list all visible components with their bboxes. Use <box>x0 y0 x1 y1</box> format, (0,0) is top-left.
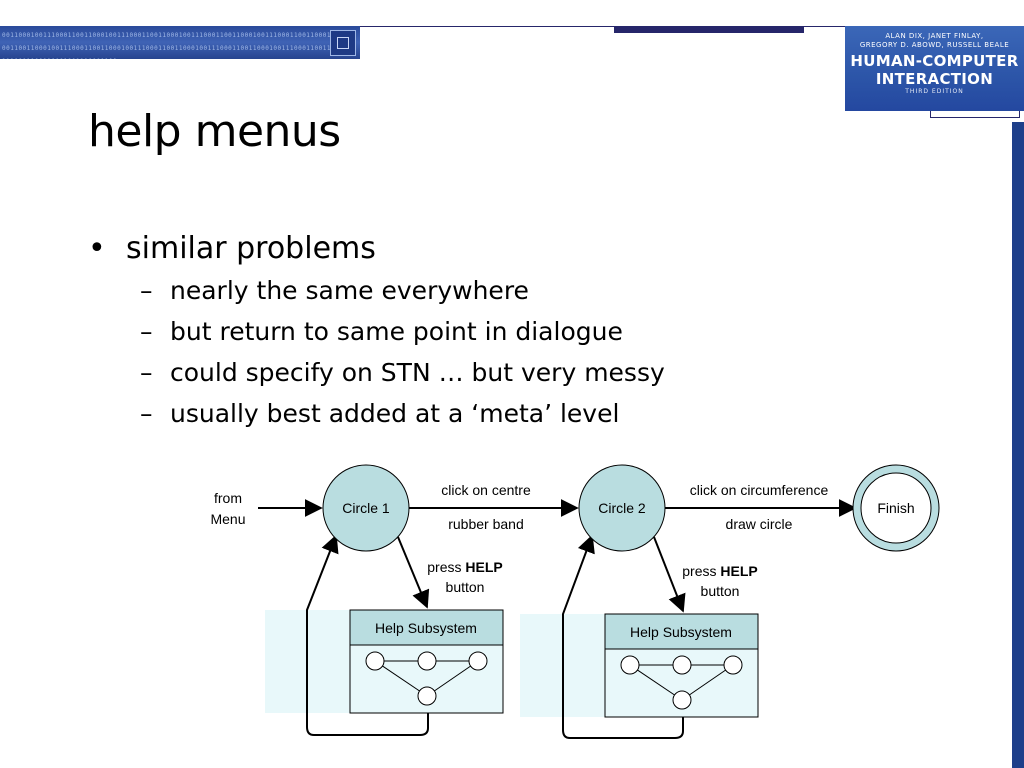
transition-2-event: click on circumference <box>690 482 829 498</box>
bullet-list: •similar problems –nearly the same every… <box>88 228 665 434</box>
book-title-line-1: HUMAN-COMPUTER <box>850 52 1019 70</box>
state-label: Circle 2 <box>598 500 646 516</box>
help-subsystem-box-2: Help Subsystem <box>604 613 759 718</box>
binary-header-strip: 0011000100111000110011000100111000110011… <box>0 26 360 59</box>
help-press-label-2: press HELP <box>682 563 757 579</box>
sub-item: –nearly the same everywhere <box>140 270 665 311</box>
sub-marker: – <box>140 317 153 346</box>
help-arrow-2 <box>653 536 686 613</box>
help-box-header <box>349 609 504 646</box>
entry-label-line-1: from <box>214 490 242 506</box>
help-box-label: Help Subsystem <box>375 620 477 636</box>
mini-network-icon <box>620 655 743 710</box>
mini-network-icon <box>365 651 488 706</box>
help-press-text: press <box>427 559 465 575</box>
return-loop-2 <box>562 534 684 739</box>
state-circle-2: Circle 2 <box>578 464 666 552</box>
sub-marker: – <box>140 399 153 428</box>
sub-item-text: usually best added at a ‘meta’ level <box>170 399 620 428</box>
help-press-text: press <box>682 563 720 579</box>
help-button-label-2: button <box>701 583 740 599</box>
sub-item-text: but return to same point in dialogue <box>170 317 623 346</box>
help-arrow-1 <box>397 536 430 609</box>
sub-marker: – <box>140 276 153 305</box>
help-shadow-2 <box>520 614 610 717</box>
transition-1-event: click on centre <box>441 482 531 498</box>
header-bar <box>614 26 804 33</box>
help-subsystem-box-1: Help Subsystem <box>349 609 504 714</box>
bullet-text: similar problems <box>126 231 376 266</box>
cover-rule <box>930 111 1020 118</box>
sub-item-text: nearly the same everywhere <box>170 276 529 305</box>
help-press-label-1: press HELP <box>427 559 502 575</box>
book-title: HUMAN-COMPUTER INTERACTION <box>845 52 1024 88</box>
book-authors-line-1: ALAN DIX, JANET FINLAY, <box>885 32 984 40</box>
book-cover-logo: ALAN DIX, JANET FINLAY, GREGORY D. ABOWD… <box>845 26 1024 111</box>
help-box-label: Help Subsystem <box>630 624 732 640</box>
state-label: Circle 1 <box>342 500 390 516</box>
state-finish: Finish <box>852 464 940 552</box>
sub-marker: – <box>140 358 153 387</box>
right-side-bar <box>1012 122 1024 768</box>
book-title-line-2: INTERACTION <box>875 70 994 88</box>
bullet-marker: • <box>88 231 106 266</box>
help-button-label-1: button <box>446 579 485 595</box>
sub-item-text: could specify on STN … but very messy <box>170 358 665 387</box>
entry-label-line-2: Menu <box>210 511 245 527</box>
bullet-item: • similar problems <box>88 228 665 270</box>
help-box-header <box>604 613 759 650</box>
transition-2-action: draw circle <box>726 516 793 532</box>
header-rule <box>360 26 860 27</box>
transition-1-action: rubber band <box>448 516 524 532</box>
binary-pattern-text: 0011000100111000110011000100111000110011… <box>2 32 356 59</box>
book-authors: ALAN DIX, JANET FINLAY, GREGORY D. ABOWD… <box>845 32 1024 50</box>
sub-item: –usually best added at a ‘meta’ level <box>140 393 665 434</box>
chip-icon <box>330 30 356 56</box>
page-title: help menus <box>88 106 341 157</box>
help-key-text: HELP <box>465 559 502 575</box>
sub-item: –could specify on STN … but very messy <box>140 352 665 393</box>
return-loop-1 <box>306 534 429 736</box>
state-label: Finish <box>877 500 914 516</box>
help-key-text: HELP <box>720 563 757 579</box>
book-authors-line-2: GREGORY D. ABOWD, RUSSELL BEALE <box>859 41 1010 49</box>
sub-item: –but return to same point in dialogue <box>140 311 665 352</box>
book-edition: THIRD EDITION <box>905 88 964 95</box>
help-shadow-1 <box>265 610 355 713</box>
state-circle-1: Circle 1 <box>322 464 410 552</box>
